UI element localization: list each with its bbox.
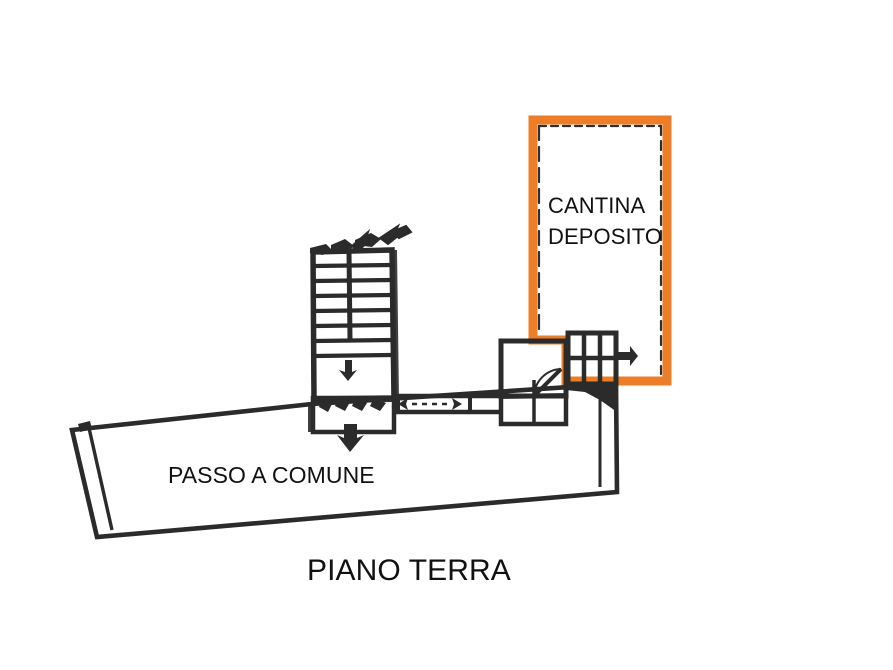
passo-a-comune-outline	[69, 381, 620, 540]
secondary-grid-lines	[568, 333, 616, 384]
cantina-room-walls	[537, 124, 663, 376]
passo-left-top-nib	[78, 421, 92, 432]
room-label-deposito: DEPOSITO	[548, 224, 663, 249]
plan-title: PIANO TERRA	[307, 554, 511, 587]
door-leaf	[532, 367, 563, 398]
grid-stub	[616, 346, 638, 366]
corridor-arrows	[398, 398, 462, 410]
room-label-passo-a-comune: PASSO A COMUNE	[168, 462, 375, 488]
staircase-treads	[313, 262, 394, 359]
staircase-ink-texture	[310, 233, 381, 255]
direction-arrow-down-stairs	[339, 360, 357, 381]
small-room-with-door-swing	[498, 338, 569, 427]
passo-left-end-inner-wall	[87, 427, 114, 531]
secondary-stair-grid	[565, 330, 638, 387]
staircase	[310, 223, 413, 402]
direction-arrows-up	[350, 223, 413, 253]
room-label-cantina: CANTINA	[548, 193, 646, 218]
passo-right-corner-ink	[566, 383, 617, 412]
passo-a-comune-room	[69, 381, 620, 540]
direction-arrow-down	[337, 424, 364, 452]
wall-ink-accents	[308, 250, 566, 432]
